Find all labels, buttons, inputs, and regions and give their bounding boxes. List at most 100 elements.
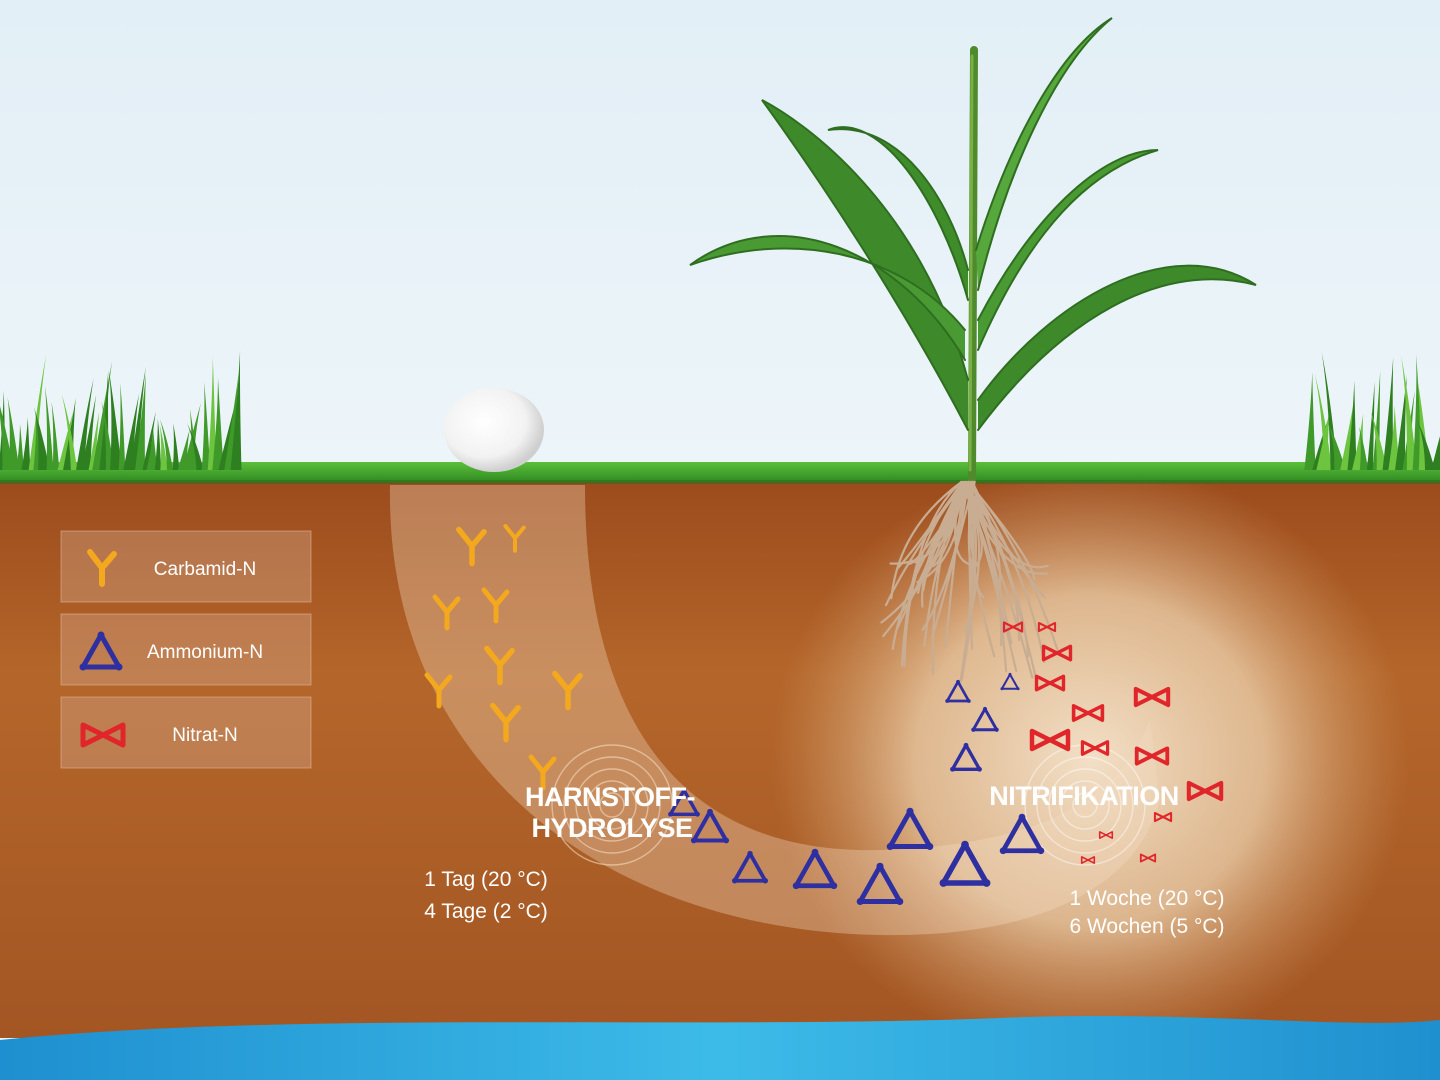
grass-blade xyxy=(135,373,146,470)
hydrolysis-ripples xyxy=(551,744,673,866)
grass-blade xyxy=(88,411,100,470)
grass-blade xyxy=(1388,405,1400,470)
hydrolysis-title-line1: HARNSTOFF- xyxy=(525,782,695,812)
grass-blade xyxy=(61,393,78,470)
hydrolysis-duration-line1: 1 Tag (20 °C) xyxy=(424,868,548,891)
carbamid-molecule xyxy=(484,645,515,686)
grass-blade xyxy=(1304,371,1316,470)
ammonium-molecule xyxy=(999,813,1045,855)
carbamid-molecule xyxy=(432,594,461,631)
ammonium-molecules xyxy=(668,672,1045,906)
legend-box xyxy=(60,613,312,686)
ammonium-molecule xyxy=(690,808,730,844)
root-strand xyxy=(921,480,970,631)
root-strand xyxy=(967,480,1021,642)
nitrat-molecule xyxy=(1080,856,1096,864)
grass-blade xyxy=(1370,411,1388,470)
nitrat-molecule xyxy=(1133,686,1171,708)
grass-blade xyxy=(142,411,156,470)
root-strand xyxy=(967,480,974,650)
grass-blade xyxy=(34,407,50,470)
grass-blade xyxy=(201,381,211,470)
plant-stem xyxy=(968,46,978,484)
legend-item-carbamid: Carbamid-N xyxy=(60,530,312,603)
root-strand xyxy=(900,480,963,667)
nitrat-molecule xyxy=(1134,746,1170,766)
nitrification-zone xyxy=(770,460,1410,1060)
grass-blade xyxy=(7,397,20,470)
nitrat-molecules xyxy=(1002,621,1224,864)
legend: Carbamid-N Ammonium-N Nitrat-N xyxy=(60,530,312,769)
carbamid-molecule xyxy=(503,524,526,553)
ammonium-molecule xyxy=(731,850,769,884)
sky xyxy=(0,0,1440,470)
root-strand xyxy=(890,480,963,600)
grass-blade xyxy=(230,350,242,470)
grass-blade xyxy=(1347,380,1357,470)
carbamid-molecule xyxy=(552,670,583,711)
nitrat-molecule xyxy=(1037,621,1057,633)
root-strand xyxy=(932,480,968,568)
grass-tuft-right xyxy=(1304,352,1440,470)
nitrification-title: NITRIFIKATION xyxy=(989,781,1178,811)
nitrat-molecule xyxy=(1153,811,1173,823)
plant-stem-highlight xyxy=(968,54,974,472)
carbamid-molecule xyxy=(528,754,557,791)
groundwater xyxy=(0,1016,1440,1080)
ammonium-molecule xyxy=(945,679,971,703)
root-strand xyxy=(891,480,974,651)
plant xyxy=(689,17,1257,484)
legend-label-ammonium: Ammonium-N xyxy=(147,642,263,663)
grass-blade xyxy=(159,419,174,470)
plant-leaf xyxy=(975,17,1113,291)
root-strand xyxy=(884,480,966,607)
ammonium-molecule xyxy=(668,787,700,817)
urea-pellet xyxy=(444,388,544,472)
grass-blade xyxy=(187,423,204,470)
carbamid-molecule xyxy=(424,672,453,709)
grass-blade xyxy=(123,393,140,470)
grass-blade xyxy=(81,394,97,470)
grass-blade xyxy=(1394,375,1407,470)
ammonium-molecule xyxy=(792,848,838,890)
nitrification-duration-line2: 6 Wochen (5 °C) xyxy=(1069,915,1224,938)
nitrat-molecule xyxy=(1098,831,1114,839)
grass-blade xyxy=(51,401,60,470)
grass-blade xyxy=(118,383,126,470)
root-strand xyxy=(916,480,968,584)
grass-blade xyxy=(1366,381,1375,470)
grass-blade xyxy=(1416,419,1435,470)
plant-leaf xyxy=(977,149,1159,351)
ammonium-molecule xyxy=(939,840,991,887)
plant-leaf xyxy=(761,99,969,431)
carbamid-molecule xyxy=(490,702,521,743)
transport-band xyxy=(389,485,1160,936)
plant-leaf xyxy=(977,264,1257,431)
carbamid-molecule xyxy=(481,587,510,624)
grass-blade xyxy=(1314,374,1332,470)
grass-blade xyxy=(146,428,158,470)
nitrat-icon xyxy=(80,722,126,748)
nitrat-molecule xyxy=(1041,644,1073,662)
legend-label-carbamid: Carbamid-N xyxy=(154,559,256,580)
grass-blade xyxy=(130,366,146,470)
ammonium-molecule xyxy=(1000,672,1020,691)
legend-item-nitrat: Nitrat-N xyxy=(60,696,312,769)
grass-blade xyxy=(21,417,31,470)
nitrat-molecule xyxy=(1029,728,1071,752)
ammonium-molecule xyxy=(886,807,934,851)
grass-blade xyxy=(76,378,94,470)
grass-tuft-left xyxy=(0,350,242,470)
legend-label-nitrat: Nitrat-N xyxy=(172,725,237,746)
nitrat-molecule xyxy=(1034,674,1066,692)
nitrat-molecule xyxy=(1139,853,1157,863)
root-strand xyxy=(921,480,965,608)
nitrat-molecule xyxy=(1071,704,1105,722)
hydrolysis-title-line2: HYDROLYSE xyxy=(531,813,692,843)
root-strand xyxy=(896,480,964,629)
grass-blade xyxy=(218,393,239,470)
grass-blade xyxy=(207,357,217,470)
grass-blade xyxy=(1382,356,1394,470)
plant-leaf xyxy=(689,235,966,361)
